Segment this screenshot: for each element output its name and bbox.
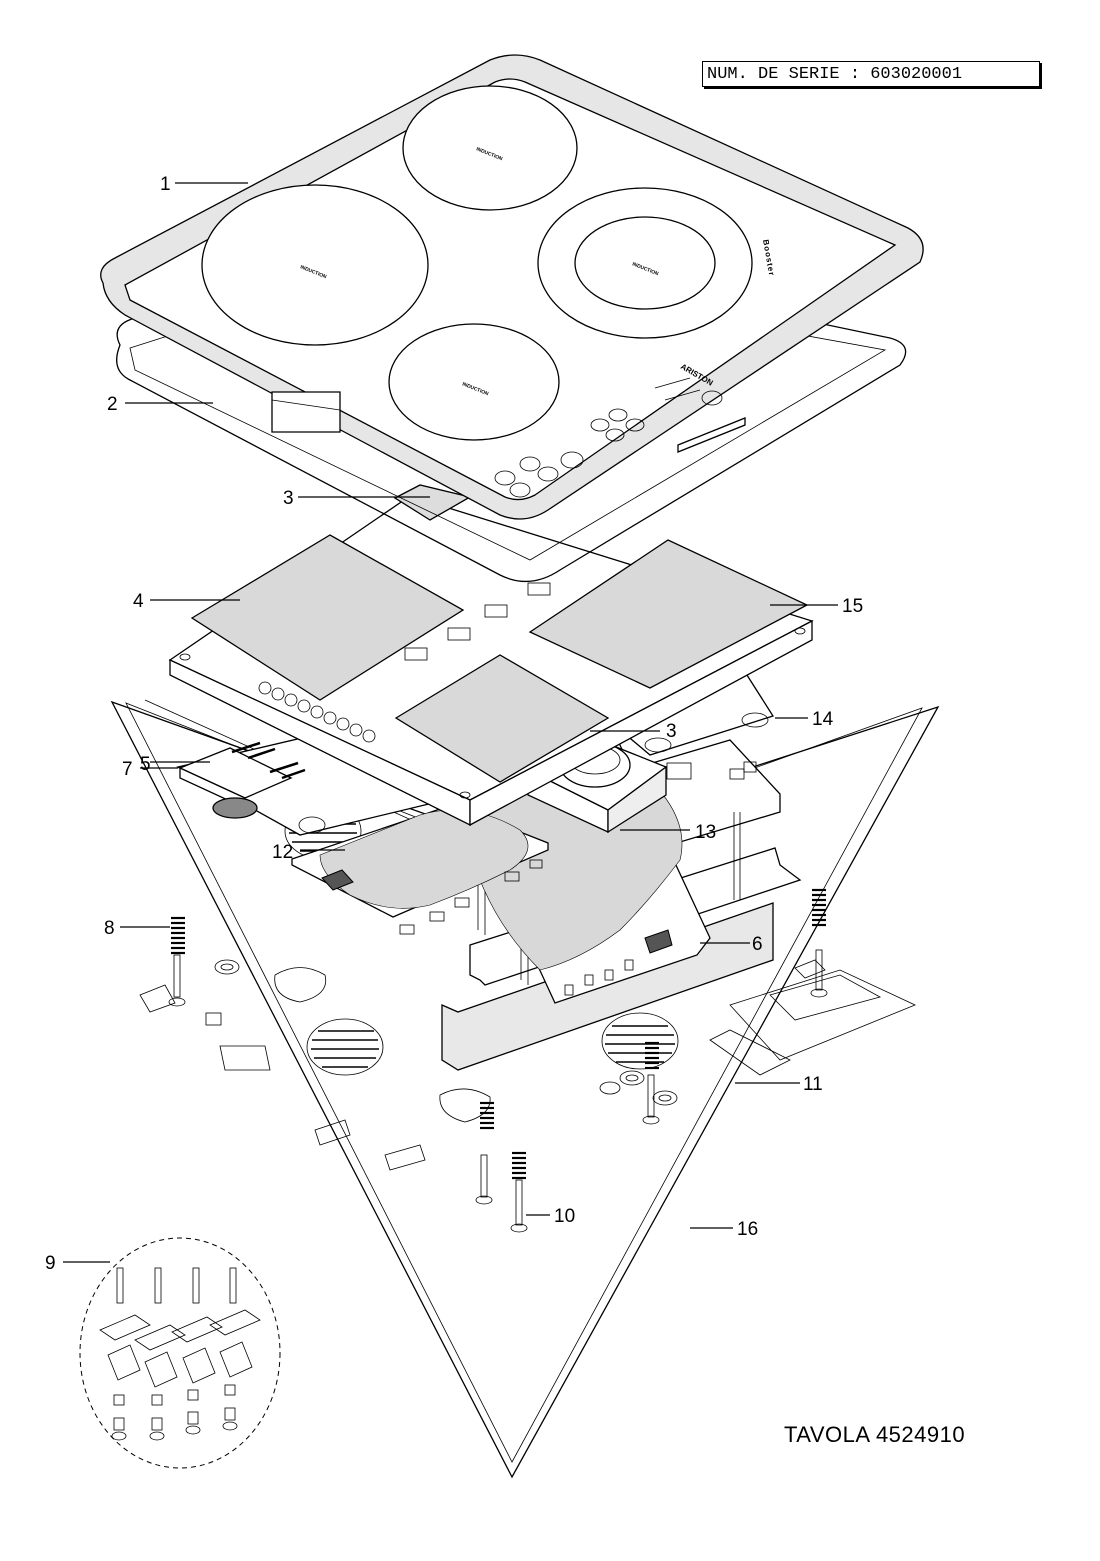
touch-controls [494, 377, 723, 498]
callout-13: 13 [695, 822, 716, 843]
fixing-kit [79, 1237, 281, 1469]
table-number-label: TAVOLA 4524910 [784, 1422, 966, 1447]
callout-2: 2 [107, 394, 118, 415]
callout-11: 11 [803, 1074, 823, 1095]
callout-14: 14 [812, 709, 834, 730]
noise-filter-board [178, 741, 306, 819]
callout-5: 5 [140, 754, 151, 775]
leader-lines [63, 182, 838, 1263]
callout-numbers: 1 2 3 3 4 5 6 7 8 9 10 11 12 13 14 15 16 [45, 174, 863, 1274]
callout-8: 8 [104, 918, 115, 939]
callout-10: 10 [554, 1206, 575, 1227]
callout-1: 1 [160, 174, 171, 195]
callout-6: 6 [752, 934, 763, 955]
callout-12: 12 [272, 842, 293, 863]
callout-3-lower: 3 [666, 721, 677, 742]
callout-16: 16 [737, 1219, 758, 1240]
callout-3-top: 3 [283, 488, 294, 509]
callout-15: 15 [842, 596, 863, 617]
serial-number-label: NUM. DE SERIE : 603020001 [702, 61, 1040, 87]
callout-9: 9 [45, 1253, 56, 1274]
callout-7: 7 [122, 759, 133, 780]
glass-ceramic-top: INDUCTION INDUCTION INDUCTION INDUCTION … [100, 54, 924, 520]
coil-support-plate [168, 495, 814, 827]
callout-4: 4 [133, 591, 144, 612]
